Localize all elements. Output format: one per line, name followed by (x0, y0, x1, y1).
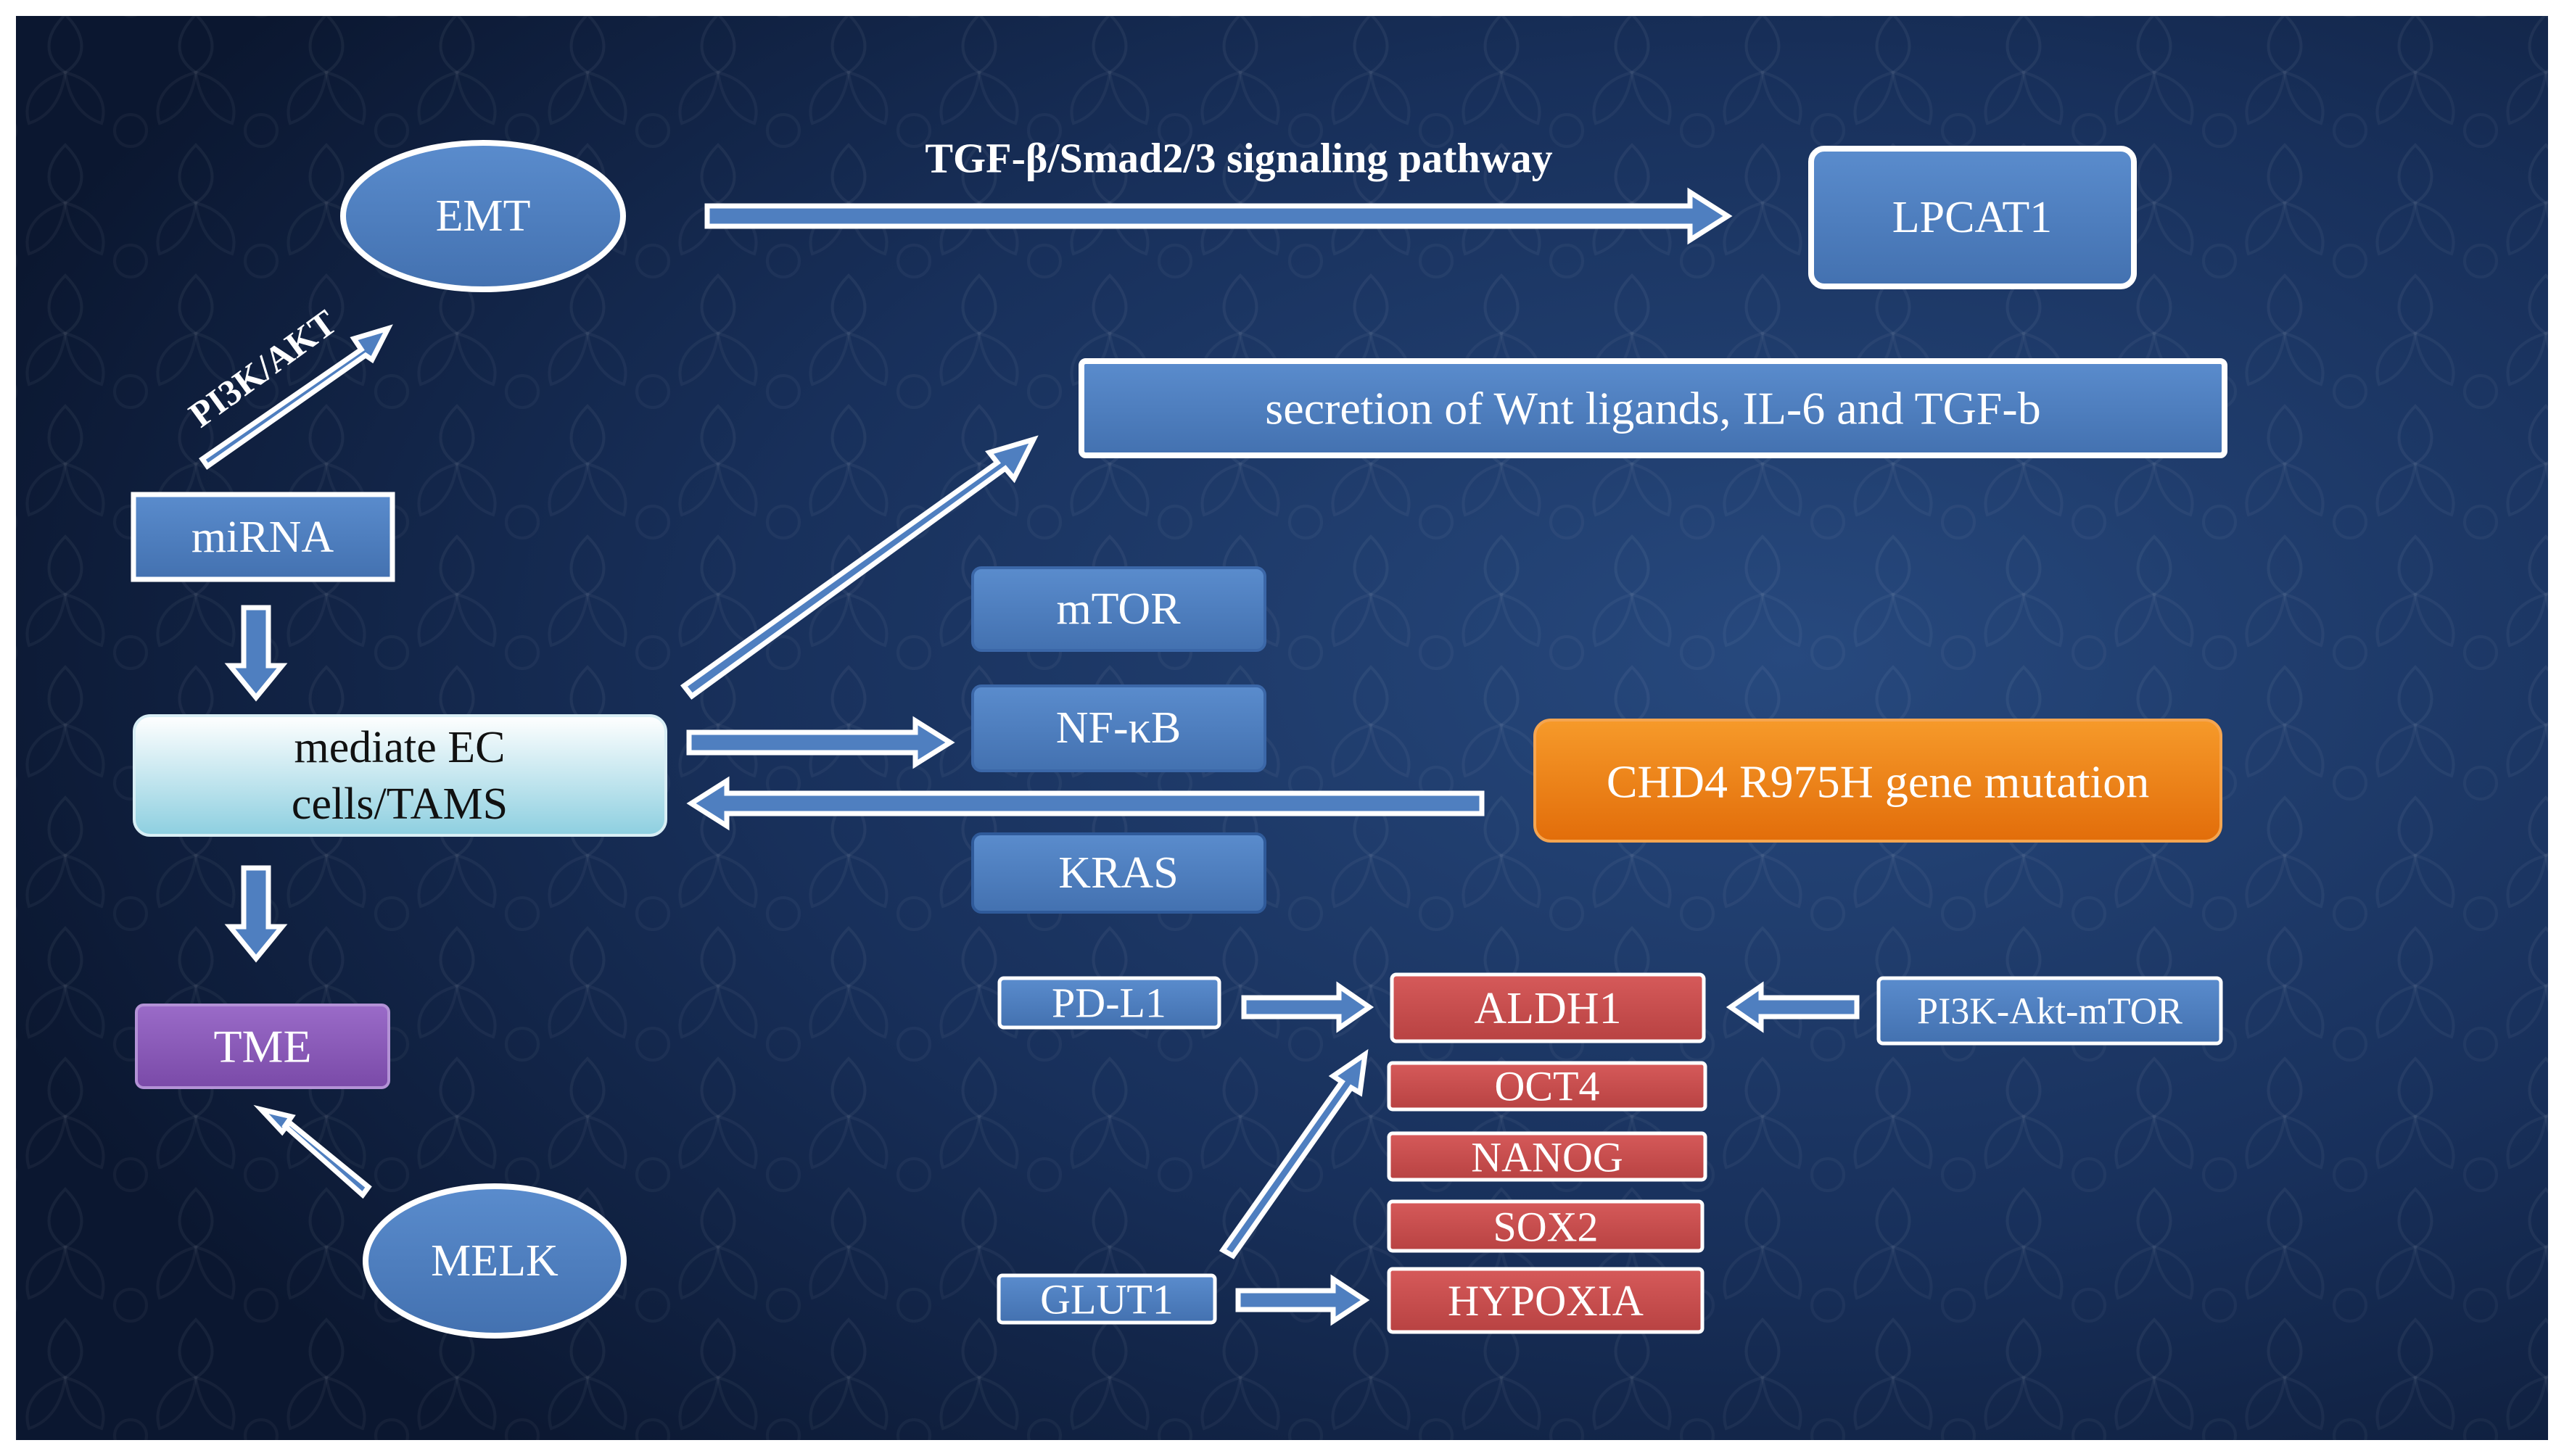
arrow-mediate-to-nfkb (686, 716, 955, 769)
node-nanog-label: NANOG (1471, 1134, 1623, 1181)
arrow-emt-to-lpcat1 (704, 187, 1733, 245)
node-mediate-ec: mediate EC cells/TAMS (133, 714, 667, 837)
node-lpcat1: LPCAT1 (1808, 146, 2137, 289)
arrow-pi3k-to-aldh1 (1726, 981, 1860, 1033)
node-nfkb-label: NF-κB (1056, 703, 1182, 753)
arrow-mirna-to-mediate (224, 605, 288, 702)
node-nfkb: NF-κB (971, 684, 1266, 772)
node-mirna: miRNA (131, 492, 395, 582)
node-secretion-label: secretion of Wnt ligands, IL-6 and TGF-b (1265, 383, 2040, 434)
node-pi3k-akt-mtor-label: PI3K-Akt-mTOR (1917, 991, 2182, 1033)
arrow-pdl1-to-aldh1 (1241, 981, 1374, 1033)
node-mtor-label: mTOR (1056, 584, 1181, 634)
node-mtor: mTOR (971, 566, 1266, 652)
node-tme: TME (135, 1004, 390, 1089)
node-oct4: OCT4 (1387, 1061, 1707, 1112)
node-melk-label: MELK (431, 1236, 558, 1286)
node-hypoxia: HYPOXIA (1387, 1267, 1704, 1334)
node-secretion: secretion of Wnt ligands, IL-6 and TGF-b (1079, 358, 2227, 458)
node-mediate-line2: cells/TAMS (292, 779, 508, 829)
node-glut1-label: GLUT1 (1040, 1276, 1174, 1323)
node-tme-label: TME (213, 1021, 311, 1072)
arrow-mediate-to-tme (224, 865, 288, 963)
node-lpcat1-label: LPCAT1 (1892, 193, 2052, 242)
node-oct4-label: OCT4 (1495, 1063, 1600, 1110)
node-pi3k-akt-mtor: PI3K-Akt-mTOR (1876, 976, 2223, 1046)
node-aldh1-label: ALDH1 (1474, 984, 1621, 1033)
node-mediate-line1: mediate EC (294, 723, 506, 772)
node-kras-label: KRAS (1058, 848, 1178, 898)
node-emt-label: EMT (436, 191, 531, 241)
node-melk: MELK (363, 1183, 627, 1339)
node-mirna-label: miRNA (191, 513, 334, 562)
node-kras: KRAS (971, 832, 1266, 914)
arrow-glut1-to-hypoxia (1235, 1274, 1370, 1326)
node-glut1: GLUT1 (997, 1273, 1217, 1325)
edge-label-tgf-pathway: TGF-β/Smad2/3 signaling pathway (925, 135, 1552, 182)
arrow-mediate-to-secretion (680, 435, 1039, 700)
arrow-chd4-to-mediate (686, 776, 1485, 831)
node-chd4-label: CHD4 R975H gene mutation (1607, 756, 2149, 808)
node-pdl1: PD-L1 (997, 976, 1221, 1030)
node-sox2-label: SOX2 (1493, 1204, 1598, 1251)
node-nanog: NANOG (1387, 1131, 1707, 1182)
arrow-glut1-to-aldh1 (1219, 1048, 1369, 1259)
arrow-melk-to-tme (253, 1104, 372, 1199)
node-sox2: SOX2 (1387, 1199, 1704, 1253)
arrow-mirna-to-emt (199, 324, 393, 470)
node-chd4: CHD4 R975H gene mutation (1533, 719, 2222, 843)
node-pdl1-label: PD-L1 (1052, 980, 1166, 1027)
node-emt: EMT (340, 140, 626, 292)
node-aldh1: ALDH1 (1390, 972, 1706, 1043)
node-hypoxia-label: HYPOXIA (1448, 1277, 1644, 1325)
